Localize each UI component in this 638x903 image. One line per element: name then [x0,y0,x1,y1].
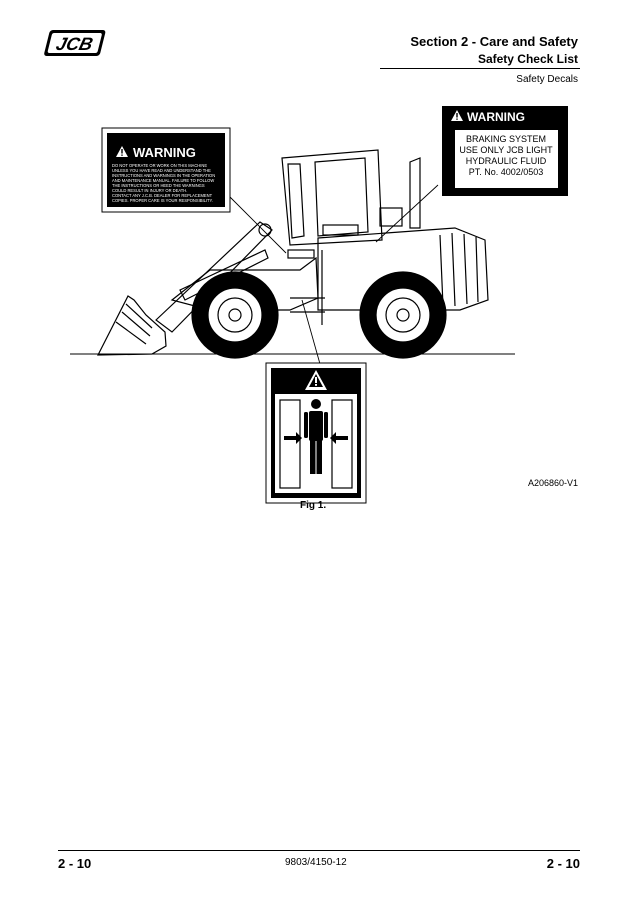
wheel-loader-illustration [97,149,489,365]
warning-heading: WARNING [467,110,525,124]
cab [281,149,383,246]
braking-text-line: USE ONLY JCB LIGHT [459,145,553,155]
rear-wheel [359,271,447,359]
warning-decal-right: WARNING BRAKING SYSTEM USE ONLY JCB LIGH… [442,106,568,196]
warning-text-line: UNLESS YOU HAVE READ AND UNDERSTAND THE [112,168,211,173]
warning-decal-left: WARNING DO NOT OPERATE OR WORK ON THIS M… [101,127,231,213]
braking-text-line: HYDRAULIC FLUID [466,156,547,166]
exhaust-stack [409,157,421,229]
arrow-right-icon [284,432,302,444]
warning-text-line: THE INSTRUCTIONS OR HEED THE WARNINGS [112,183,205,188]
header-rule [380,68,580,69]
figure-caption: Fig 1. [300,500,327,511]
section-title: Section 2 - Care and Safety [410,34,578,49]
topic-title: Safety Decals [516,74,578,85]
page-number-right: 2 - 10 [546,856,580,871]
warning-text-line: COULD RESULT IN INJURY OR DEATH. [112,188,187,193]
footer-rule [58,850,580,851]
front-wheel [191,271,279,359]
engine-body [317,227,489,311]
warning-text-line: INSTRUCTIONS AND WARNINGS IN THE OPERATI… [112,173,215,178]
subsection-title: Safety Check List [477,52,578,66]
safety-decals-figure: WARNING DO NOT OPERATE OR WORK ON THIS M… [70,106,568,504]
warning-text-line: DO NOT OPERATE OR WORK ON THIS MACHINE [112,163,207,168]
warning-text-line: COPIES. PROPER CARE IS YOUR RESPONSIBILI… [112,198,213,203]
lift-arm [155,221,273,333]
braking-text-line: PT. No. 4002/0503 [469,167,544,177]
document-number: 9803/4150-12 [285,857,347,868]
warning-text-line: CONTACT ANY J.C.B. DEALER FOR REPLACEMEN… [112,193,213,198]
jcb-logo: JCB [44,30,106,56]
arrow-left-icon [330,432,348,444]
page-number-left: 2 - 10 [58,856,92,871]
warning-text-line: AND MAINTENANCE MANUAL. FAILURE TO FOLLO… [112,178,214,183]
logo-text: JCB [54,33,95,54]
person-icon [304,399,328,474]
crush-hazard-decal [265,362,367,504]
warning-heading: WARNING [133,145,196,160]
braking-text-line: BRAKING SYSTEM [466,134,546,144]
bucket [97,295,167,356]
figure-reference: A206860-V1 [527,478,578,488]
